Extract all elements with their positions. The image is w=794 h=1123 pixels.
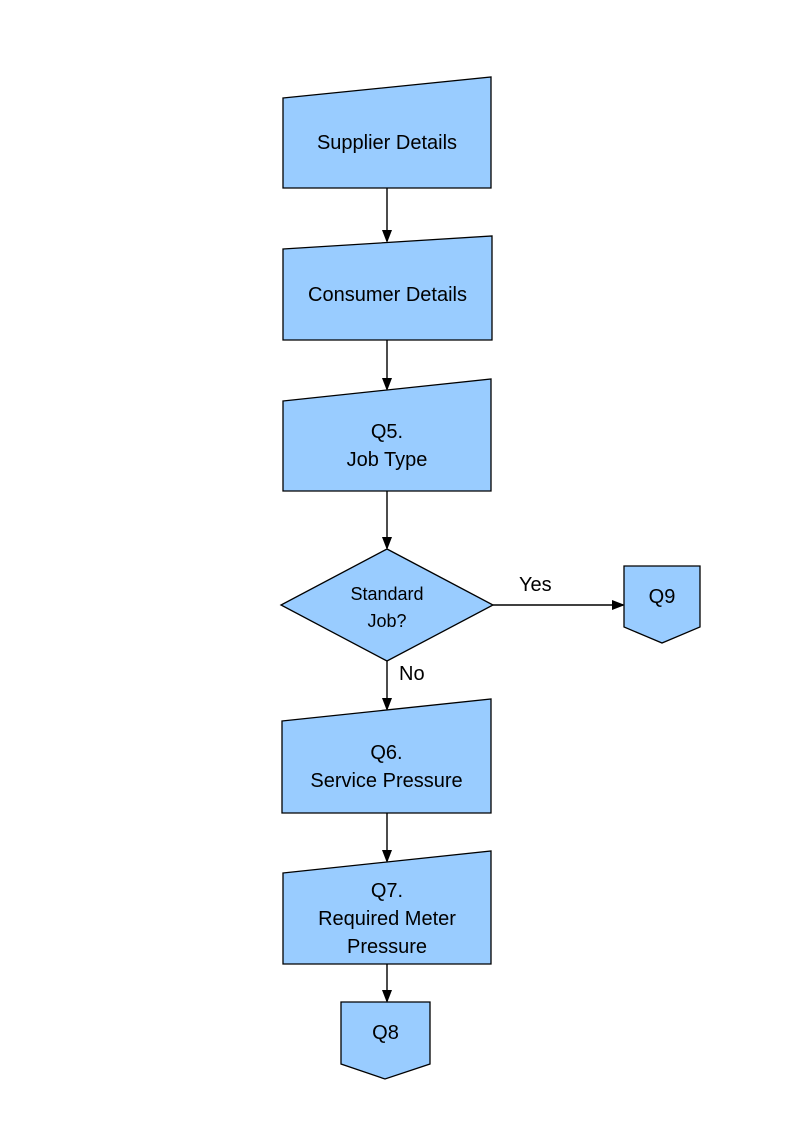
supplier-details-shape <box>282 76 492 189</box>
consumer-details-shape <box>282 235 493 341</box>
q9-connector-shape <box>623 565 701 644</box>
q8-connector-shape <box>340 1001 431 1080</box>
standard-job-decision-shape <box>279 548 495 662</box>
q6-service-pressure-shape <box>281 698 492 814</box>
q7-required-meter-pressure-shape <box>282 850 492 965</box>
q5-job-type-shape <box>282 378 492 492</box>
